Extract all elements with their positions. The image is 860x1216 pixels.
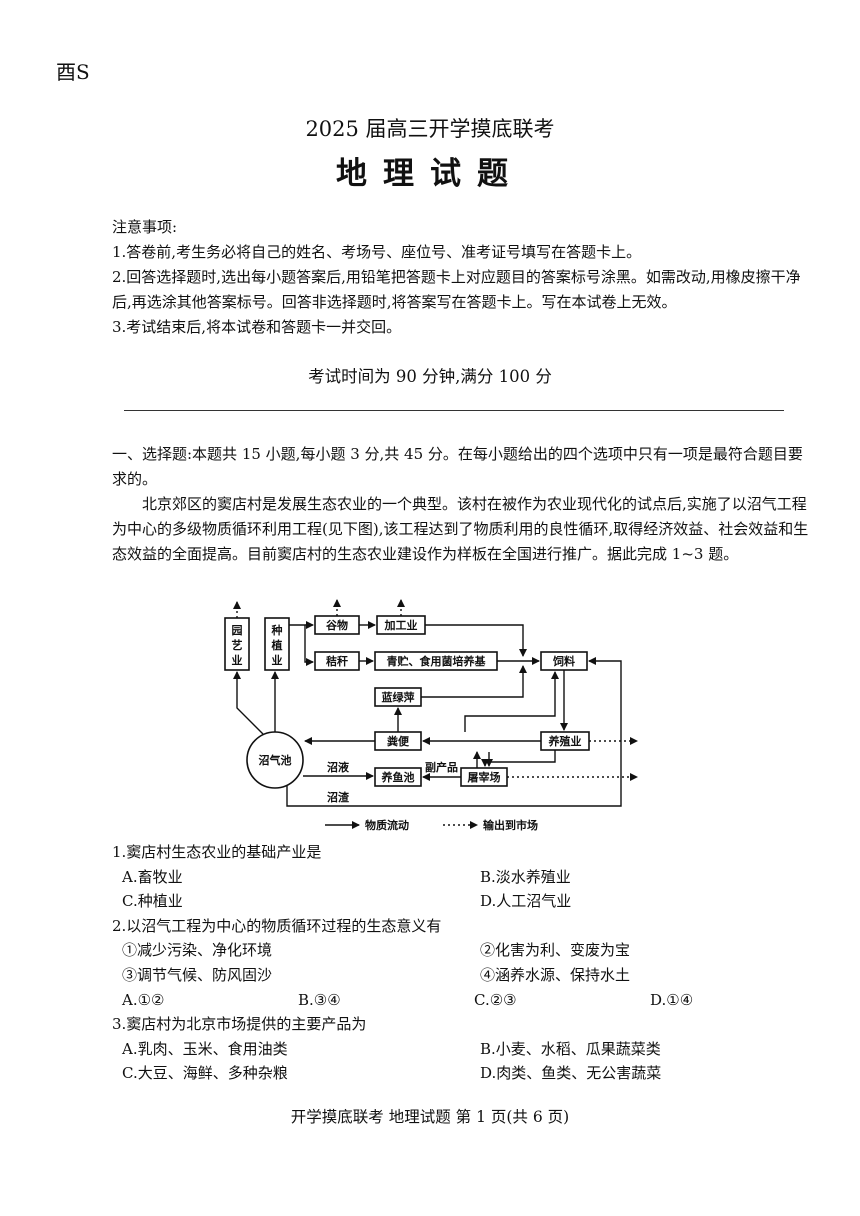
node-yuanyi-2: 艺: [232, 638, 243, 652]
label-zhaozha: 沼渣: [327, 790, 350, 804]
node-lanlv: 蓝绿萍: [382, 690, 415, 704]
node-yuanyi-3: 业: [232, 653, 243, 667]
statement-4: ④涵养水源、保持水土: [480, 965, 631, 984]
node-jiagong: 加工业: [384, 618, 418, 632]
question-2: 2.以沼气工程为中心的物质循环过程的生态意义有 ①减少污染、净化环境 ②化害为利…: [112, 914, 817, 1012]
notes-heading: 注意事项:: [112, 218, 178, 236]
section-one: 一、选择题:本题共 15 小题,每小题 3 分,共 45 分。在每小题给出的四个…: [112, 442, 817, 567]
option-a[interactable]: A.乳肉、玉米、食用油类: [122, 1039, 288, 1058]
notes-item-2: 2.回答选择题时,选出每小题答案后,用铅笔把答题卡上对应题目的答案标号涂黑。如需…: [112, 268, 801, 311]
option-d[interactable]: D.人工沼气业: [480, 892, 572, 911]
passage: 北京郊区的窦店村是发展生态农业的一个典型。该村在被作为农业现代化的试点后,实施了…: [112, 495, 809, 563]
exam-time: 考试时间为 90 分钟,满分 100 分: [308, 367, 552, 386]
node-zhaoqi: 沼气池: [259, 753, 292, 767]
diagram-svg: 园 艺 业 种 植 业 谷物 加工业 秸秆 青贮、食用菌培养基 饲料 蓝绿萍 粪…: [224, 599, 638, 832]
notes-item-3: 3.考试结束后,将本试卷和答题卡一并交回。: [112, 318, 402, 336]
node-qingzhu: 青贮、食用菌培养基: [387, 654, 487, 668]
node-fenbian: 粪便: [387, 734, 410, 748]
node-tuzai: 屠宰场: [468, 770, 501, 784]
question-3: 3.窦店村为北京市场提供的主要产品为 A.乳肉、玉米、食用油类 B.小麦、水稻、…: [112, 1012, 817, 1086]
question-1: 1.窦店村生态农业的基础产业是 A.畜牧业 B.淡水养殖业 C.种植业 D.人工…: [112, 840, 817, 914]
node-guwu: 谷物: [326, 618, 348, 632]
exam-title: 地理试题: [336, 156, 524, 192]
statement-1: ①减少污染、净化环境: [122, 941, 273, 960]
legend-flow: 物质流动: [365, 818, 409, 832]
option-a[interactable]: A.①②: [122, 990, 165, 1009]
option-c[interactable]: C.②③: [474, 990, 517, 1009]
box-zhongzhi: [264, 617, 290, 671]
exam-subtitle: 2025 届高三开学摸底联考: [305, 117, 555, 141]
node-zhongzhi-1: 种: [271, 623, 283, 637]
divider: [124, 410, 784, 411]
option-c[interactable]: C.种植业: [122, 892, 183, 911]
corner-mark: 酉S: [56, 60, 90, 84]
node-yangzhi: 养殖业: [548, 734, 582, 748]
option-b[interactable]: B.③④: [298, 990, 341, 1009]
node-zhongzhi-2: 植: [271, 638, 283, 652]
option-b[interactable]: B.淡水养殖业: [480, 867, 571, 886]
label-fuchanpin: 副产品: [425, 760, 458, 774]
material-cycle-diagram: 园 艺 业 种 植 业 谷物 加工业 秸秆 青贮、食用菌培养基 饲料 蓝绿萍 粪…: [215, 598, 645, 840]
node-yangyu: 养鱼池: [381, 770, 415, 784]
notes-item-1: 1.答卷前,考生务必将自己的姓名、考场号、座位号、准考证号填写在答题卡上。: [112, 243, 642, 261]
questions: 1.窦店村生态农业的基础产业是 A.畜牧业 B.淡水养殖业 C.种植业 D.人工…: [112, 840, 817, 1086]
option-d[interactable]: D.①④: [650, 990, 694, 1009]
option-b[interactable]: B.小麦、水稻、瓜果蔬菜类: [480, 1039, 661, 1058]
exam-notes: 注意事项: 1.答卷前,考生务必将自己的姓名、考场号、座位号、准考证号填写在答题…: [112, 215, 817, 340]
page-footer: 开学摸底联考 地理试题 第 1 页(共 6 页): [290, 1108, 570, 1126]
statement-3: ③调节气候、防风固沙: [122, 965, 273, 984]
option-a[interactable]: A.畜牧业: [122, 867, 183, 886]
statement-2: ②化害为利、变废为宝: [480, 941, 631, 960]
node-silao: 饲料: [552, 654, 575, 668]
question-stem: 1.窦店村生态农业的基础产业是: [112, 843, 322, 861]
question-stem: 2.以沼气工程为中心的物质循环过程的生态意义有: [112, 916, 442, 935]
node-jiegan: 秸秆: [326, 654, 348, 668]
node-zhongzhi-3: 业: [272, 653, 283, 667]
node-yuanyi-1: 园: [232, 624, 243, 637]
legend-market: 输出到市场: [483, 818, 538, 832]
option-d[interactable]: D.肉类、鱼类、无公害蔬菜: [480, 1064, 662, 1083]
section-heading: 一、选择题:本题共 15 小题,每小题 3 分,共 45 分。在每小题给出的四个…: [112, 445, 803, 488]
box-yangyu: [374, 767, 422, 787]
label-zhaoye: 沼液: [327, 760, 350, 774]
option-c[interactable]: C.大豆、海鲜、多种杂粮: [122, 1064, 288, 1083]
question-stem: 3.窦店村为北京市场提供的主要产品为: [112, 1015, 367, 1034]
